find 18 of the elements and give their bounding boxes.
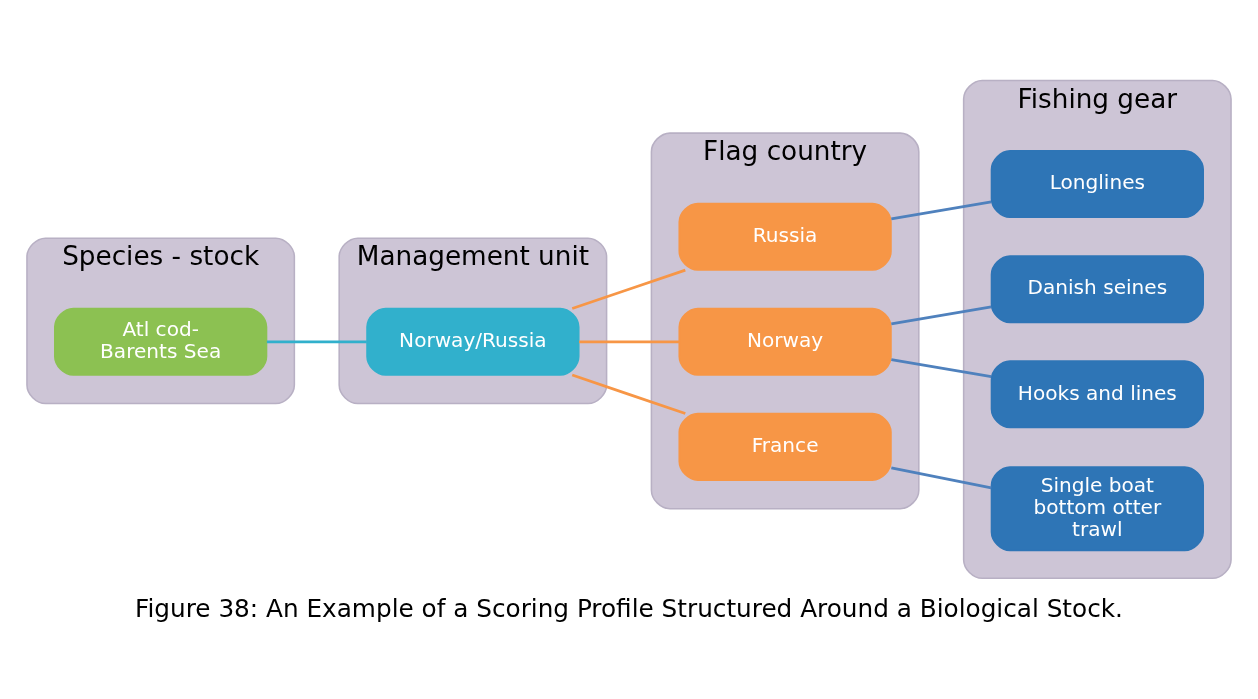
node-box: Hooks and lines bbox=[990, 360, 1204, 429]
node-box: Danish seines bbox=[990, 255, 1204, 324]
connector bbox=[579, 340, 679, 344]
caption: Figure 38: An Example of a Scoring Profile Structured Around a Biological Stock. bbox=[135, 593, 1123, 623]
connector bbox=[891, 200, 992, 221]
connector bbox=[891, 305, 992, 326]
node-box: Single boat bottom otter trawl bbox=[990, 466, 1204, 552]
connector bbox=[891, 466, 992, 490]
node-box: Norway bbox=[678, 307, 892, 376]
node-box: Longlines bbox=[990, 150, 1204, 219]
connector bbox=[266, 340, 367, 344]
node-box: Atl cod- Barents Sea bbox=[54, 307, 268, 376]
node-box: Norway/Russia bbox=[366, 307, 580, 376]
connector bbox=[571, 373, 686, 415]
node-box: France bbox=[678, 412, 892, 481]
connector bbox=[571, 268, 686, 310]
connector bbox=[891, 358, 992, 378]
node-box: Russia bbox=[678, 202, 892, 271]
